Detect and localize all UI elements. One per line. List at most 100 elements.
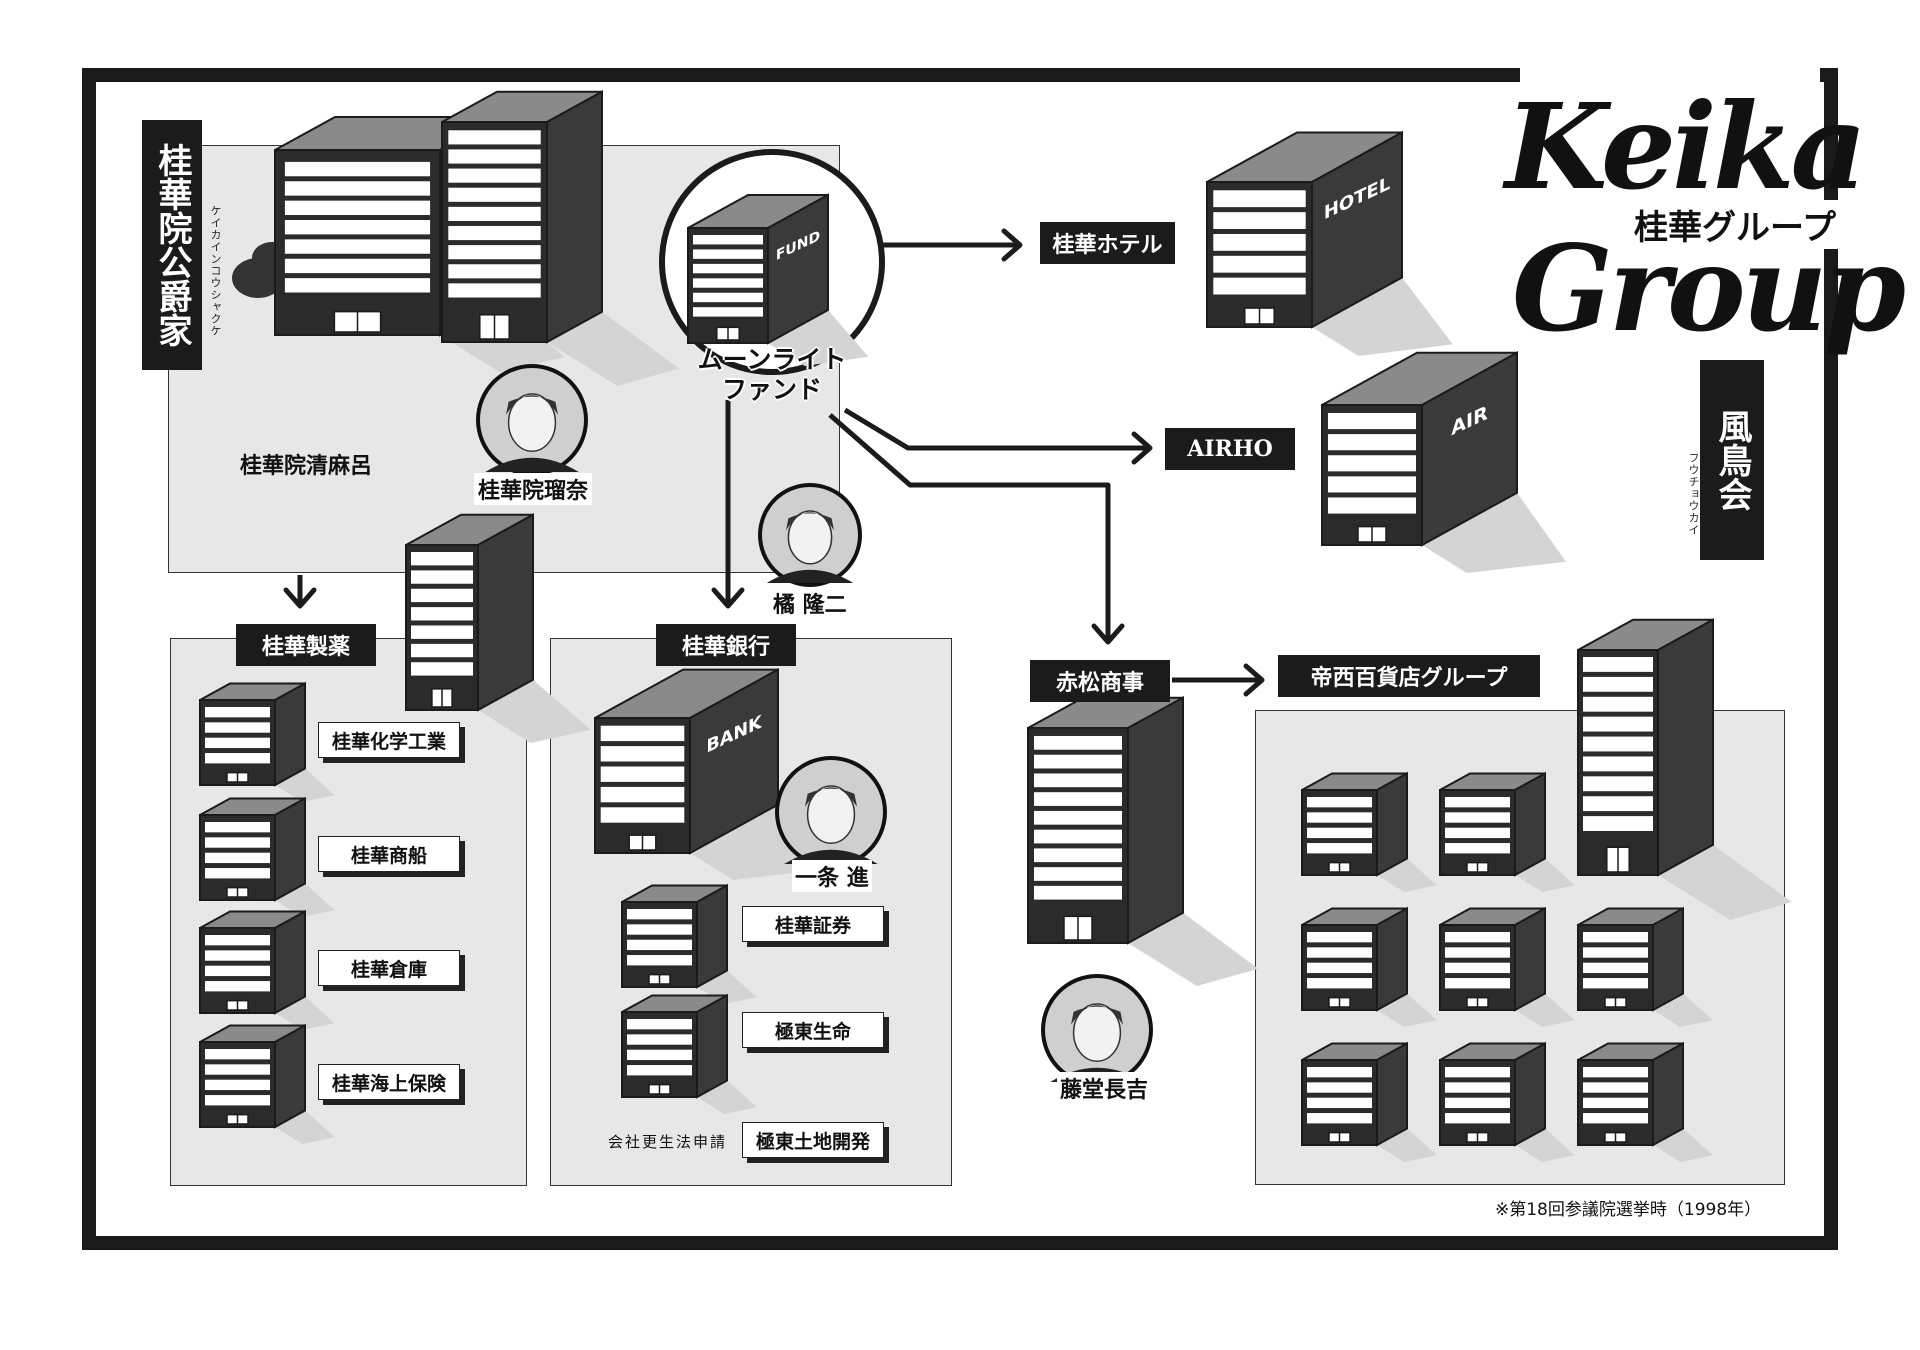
fund-name-line1: ムーンライト (697, 345, 847, 374)
teisai-building-4-floor (1445, 932, 1510, 943)
hotel-building-floor (1213, 190, 1306, 208)
todo-portrait (1041, 974, 1153, 1086)
teisai-building-8-floor (1583, 1082, 1648, 1093)
bank-label: 桂華銀行 (656, 624, 796, 666)
pharma-sub-building-2-floor (205, 852, 270, 864)
bank-building: BANK (594, 667, 826, 880)
bank-sub-building-1-floor (627, 939, 692, 951)
keikain-furigana: ケイカインコウシャクケ (209, 205, 222, 337)
teisai-building-4-floor (1445, 978, 1510, 989)
pharma-sub-building-2-floor (205, 868, 270, 879)
pharma-sub-building-4-floor (205, 1064, 270, 1075)
teisai-building-3-floor (1307, 978, 1372, 989)
fund-building-floor (693, 249, 763, 259)
teisai-building-2-side (1514, 771, 1546, 877)
keikain-head-name: 桂華院清麻呂 (240, 453, 373, 479)
ichijo-portrait (775, 756, 887, 868)
teisai-building-5-side (1652, 906, 1684, 1012)
teisai-building-7-floor (1445, 1082, 1510, 1093)
bank-sub-building-1-floor (627, 909, 692, 920)
ruina-portrait-shoulders (485, 457, 579, 472)
akamatsu-building-shadow (1128, 912, 1259, 986)
akamatsu-building (1027, 696, 1259, 986)
pharma-building-tall-floor (411, 625, 473, 639)
fund-building-floor (693, 278, 763, 288)
akamatsu-building-floor (1034, 754, 1122, 769)
teisai-building-tall-floor (1583, 716, 1653, 732)
arrow-fund-hotel (880, 228, 1023, 262)
keikain-title: 桂華院公爵家 (142, 120, 202, 370)
keikain-building-tall-floor (448, 206, 541, 221)
bank-building-floor (600, 766, 685, 782)
teisai-building-2 (1439, 771, 1575, 892)
keikain-building-wide-floor (284, 239, 431, 254)
keikain-building-tall (441, 90, 679, 386)
teisai-building-1-floor (1307, 843, 1372, 854)
teisai-building-8-floor (1583, 1067, 1648, 1078)
pharma-sub-4: 桂華海上保険 (318, 1064, 460, 1100)
bank-sub-building-2-floor (627, 1049, 692, 1061)
pharma-sub-building-1-floor (205, 722, 270, 733)
air-building-floor (1328, 455, 1416, 472)
keikain-building-wide-floor (284, 161, 431, 177)
teisai-building-5-floor (1583, 932, 1648, 943)
pharma-building-tall-floor (411, 570, 473, 584)
teisai-building-tall-floor (1583, 796, 1653, 812)
teisai-label: 帝西百貨店グループ (1278, 655, 1540, 697)
akamatsu-building-side (1127, 696, 1184, 945)
hotel-building-floor (1213, 255, 1306, 273)
frame-gap (1520, 60, 1820, 90)
bank-sub-3: 極東土地開発 (742, 1122, 884, 1158)
teisai-building-8-side (1652, 1041, 1684, 1147)
bank-sub-3-note: 会社更生法申請 (608, 1133, 728, 1151)
bank-sub-2: 極東生命 (742, 1012, 884, 1048)
teisai-building-1-floor (1307, 827, 1372, 839)
teisai-building-3 (1301, 906, 1437, 1027)
teisai-building-1-floor (1307, 812, 1372, 823)
arrow-keikain-pharma-head (283, 587, 317, 609)
keikain-building-wide-floor (284, 181, 431, 196)
pharma-sub-building-3-floor (205, 935, 270, 946)
pharma-sub-building-1-side (274, 681, 306, 787)
keikain-building-tall-floor (448, 187, 541, 202)
air-building-floor (1328, 476, 1416, 493)
bank-building-floor (600, 746, 685, 762)
ichijo-portrait-hair (805, 787, 857, 807)
arrow-akamatsu-teisai-head (1243, 663, 1265, 697)
bank-building-floor (600, 786, 685, 803)
bank-sub-building-1-side (696, 883, 728, 989)
arrow-fund-akamatsu-line (828, 413, 1111, 642)
teisai-building-4-floor (1445, 947, 1510, 958)
ruina-portrait-hair (506, 395, 558, 415)
teisai-building-tall-floor (1583, 657, 1653, 672)
pharma-sub-building-1-floor (205, 753, 270, 764)
pharma-sub-building-1-floor (205, 737, 270, 749)
keikain-heir-name: 桂華院瑠奈 (474, 473, 593, 505)
akamatsu-building-floor (1034, 829, 1122, 844)
hotel-building-floor (1213, 233, 1306, 251)
teisai-building-7-floor (1445, 1113, 1510, 1124)
teisai-building-8-floor (1583, 1097, 1648, 1109)
pharma-building-tall (405, 513, 591, 743)
teisai-building-tall-floor (1583, 736, 1653, 752)
pharma-building-tall-floor (411, 552, 473, 566)
pharma-sub-building-3-side (274, 909, 306, 1015)
air-building-floor (1328, 413, 1416, 430)
keikain-building-wide-floor (284, 200, 431, 216)
teisai-building-2-floor (1445, 827, 1510, 839)
teisai-building-6-side (1376, 1041, 1408, 1147)
tachibana-portrait-face (787, 510, 833, 565)
teisai-building-7-floor (1445, 1067, 1510, 1078)
pharma-sub-building-3-floor (205, 981, 270, 992)
teisai-building-tall-shadow (1658, 844, 1792, 920)
bank-building-floor (600, 807, 685, 823)
fund-building-shadow (768, 310, 869, 366)
keikain-building-wide-floor (284, 278, 431, 293)
pharma-sub-3: 桂華倉庫 (318, 950, 460, 986)
teisai-building-7-side (1514, 1041, 1546, 1147)
bank-sub-building-1 (621, 883, 757, 1004)
bank-sub-building-2-floor (627, 1034, 692, 1045)
todo-name: 藤堂長吉 (1057, 1072, 1152, 1104)
arrow-fund-bank (711, 400, 745, 609)
pharma-sub-1: 桂華化学工業 (318, 722, 460, 758)
